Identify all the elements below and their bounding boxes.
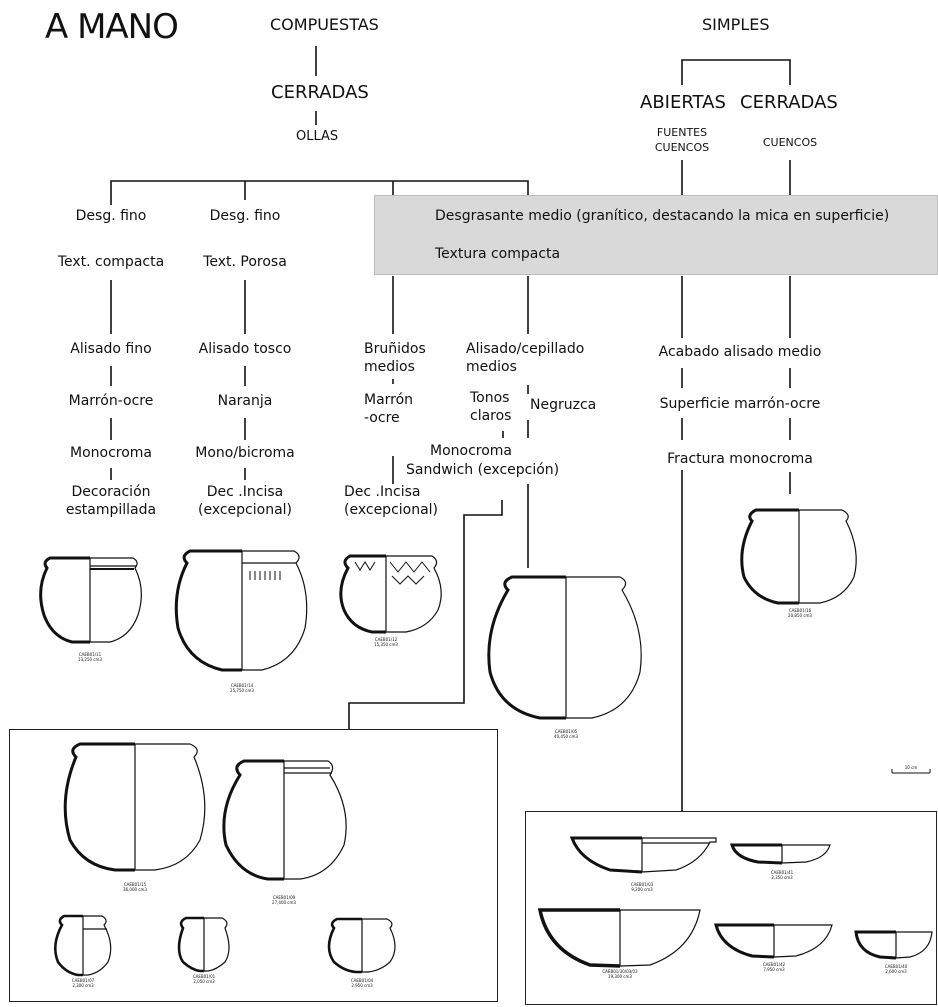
col3-acabado-a: Bruñidos	[364, 341, 426, 357]
col4-coccion-b: Sandwich (excepción)	[406, 462, 560, 478]
label-fuentes: FUENTES	[656, 126, 708, 139]
col4-tonos-b: claros	[470, 408, 512, 424]
col1-color: Marrón-ocre	[68, 393, 154, 409]
shared-line-textura: Textura compacta	[435, 246, 561, 262]
col3-decoracion-a: Dec .Incisa	[344, 484, 421, 500]
col4-tonos-a: Tonos	[470, 390, 510, 406]
col2-decoracion-b: (excepcional)	[197, 502, 293, 518]
vessel-caeb01-42	[714, 923, 833, 959]
col5-acabado: Acabado alisado medio	[658, 344, 822, 360]
col4-acabado-b: medios	[466, 359, 517, 375]
vessel-caeb01-11	[39, 556, 142, 644]
col5-fractura: Fractura monocroma	[667, 451, 813, 467]
shared-line-desgrasante: Desgrasante medio (granítico, destacando…	[435, 208, 890, 224]
heading-cerradas-right: CERRADAS	[740, 92, 838, 113]
col2-desgrasante: Desg. fino	[209, 208, 281, 224]
col1-coccion: Monocroma	[69, 445, 152, 461]
vessel-caeb01-01	[177, 916, 230, 973]
col2-acabado: Alisado tosco	[198, 341, 292, 357]
col1-desgrasante: Desg. fino	[75, 208, 147, 224]
col2-coccion: Mono/bicroma	[195, 445, 295, 461]
col3-decoracion-b: (excepcional)	[344, 502, 439, 518]
vessel-caeb01-04	[327, 917, 396, 974]
compuestas-extra-frame	[9, 729, 498, 1002]
page-title: A MANO	[45, 7, 179, 47]
col3-acabado-b: medios	[364, 359, 415, 375]
vessel-caeb01-09	[222, 759, 347, 881]
heading-abiertas: ABIERTAS	[640, 92, 726, 113]
vessel-caeb01-41	[729, 843, 831, 865]
shared-characteristics-box	[374, 195, 938, 275]
vessel-caeb01-07	[53, 914, 112, 977]
vessel-caeb01-14	[174, 549, 308, 672]
col1-textura: Text. compacta	[57, 254, 165, 270]
col2-color: Naranja	[217, 393, 273, 409]
col5-color: Superficie marrón-ocre	[659, 396, 821, 412]
vessel-caeb01-16	[740, 508, 857, 605]
col1-decoracion-b: estampillada	[65, 502, 157, 518]
heading-compuestas: COMPUESTAS	[270, 15, 379, 34]
heading-ollas: OLLAS	[296, 129, 339, 144]
vessel-caeb01-30	[537, 908, 701, 968]
heading-cerradas-left: CERRADAS	[271, 82, 369, 103]
vessel-caeb01-40	[854, 930, 933, 960]
label-cuencos-abiertas: CUENCOS	[654, 141, 710, 154]
col4-negruzca: Negruzca	[530, 397, 597, 413]
col4-acabado-a: Alisado/cepillado	[466, 341, 585, 357]
col1-acabado: Alisado fino	[70, 341, 152, 357]
col2-textura: Text. Porosa	[203, 254, 287, 270]
scale-bar-label: 10 cm	[904, 765, 918, 770]
col2-decoracion-a: Dec .Incisa	[206, 484, 284, 500]
label-cuencos-cerradas: CUENCOS	[762, 136, 818, 149]
heading-simples: SIMPLES	[702, 15, 770, 34]
vessel-caeb01-03	[569, 836, 717, 874]
cuencos-frame	[525, 811, 937, 1005]
col3-color-b: -ocre	[364, 410, 400, 426]
col3-color-a: Marrón	[364, 392, 414, 408]
vessel-caeb01-05	[487, 575, 642, 720]
col4-coccion-a: Monocroma	[430, 443, 513, 459]
vessel-caeb01-15	[63, 742, 206, 872]
vessel-caeb01-12	[339, 554, 442, 634]
col1-decoracion-a: Decoración	[71, 484, 151, 500]
